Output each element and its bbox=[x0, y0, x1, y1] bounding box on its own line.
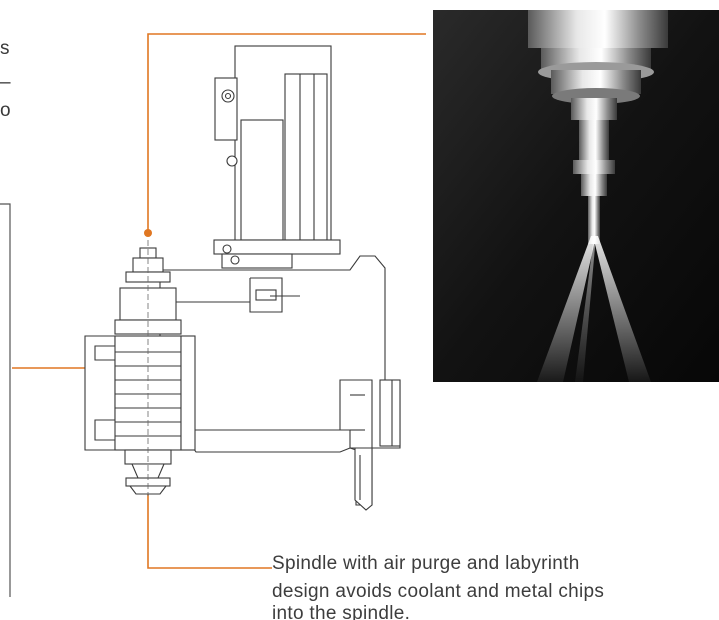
motor-inner bbox=[284, 73, 328, 241]
left-flange bbox=[84, 335, 116, 451]
callout-dot-top bbox=[144, 229, 152, 237]
clipped-text-3: o bbox=[0, 100, 11, 121]
left-frame-line bbox=[0, 203, 11, 597]
caption-line-2: design avoids coolant and metal chips bbox=[272, 581, 605, 602]
motor-side-box bbox=[214, 77, 238, 141]
callout-line-top bbox=[147, 33, 426, 232]
caption-line-3: into the spindle. bbox=[272, 603, 411, 620]
callout-line-bottom bbox=[147, 488, 272, 569]
spindle-photo bbox=[433, 10, 719, 382]
clipped-text-2: – bbox=[0, 72, 11, 93]
drawing-body bbox=[84, 45, 401, 511]
clipped-text-1: s bbox=[0, 38, 10, 59]
caption-line-1: Spindle with air purge and labyrinth bbox=[272, 553, 580, 574]
